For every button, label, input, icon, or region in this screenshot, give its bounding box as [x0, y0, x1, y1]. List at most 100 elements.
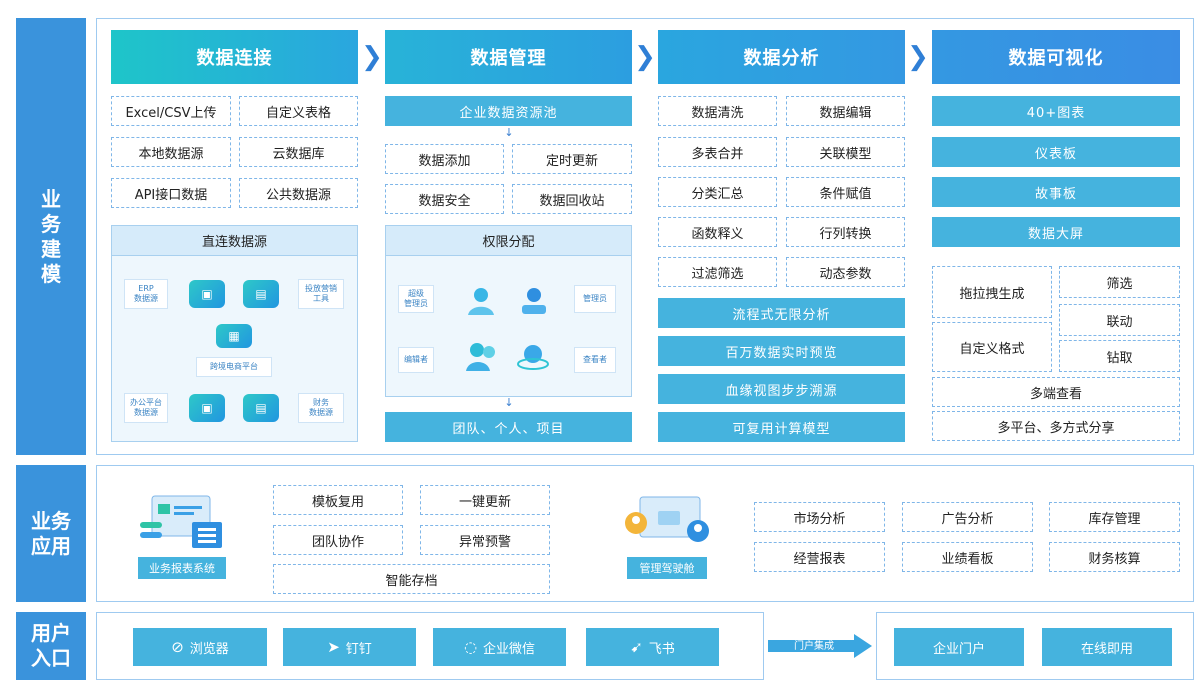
client-browser[interactable]: ⊘ 浏览器 — [133, 628, 267, 666]
visual-bar: 仪表板 — [932, 137, 1180, 167]
client-label: 飞书 — [648, 641, 675, 657]
folder-icon: ▦ — [216, 324, 252, 348]
analyze-item: 行列转换 — [786, 217, 905, 247]
team-scope-bar: 团队、个人、项目 — [385, 412, 632, 442]
erp-source-label: ERP 数据源 — [124, 279, 168, 309]
custom-format-box: 自定义格式 — [932, 322, 1052, 372]
analyze-bar: 血缘视图步步溯源 — [658, 374, 905, 404]
side-label-application: 业务 应用 — [16, 465, 86, 602]
connect-item: API接口数据 — [111, 178, 231, 208]
app-feature: 智能存档 — [273, 564, 550, 594]
office-source-label: 办公平台 数据源 — [124, 393, 168, 423]
manage-item: 定时更新 — [512, 144, 632, 174]
analyze-item: 多表合并 — [658, 137, 777, 167]
report-system-label: 业务报表系统 — [138, 557, 226, 579]
report-system-icon — [138, 494, 224, 550]
direct-source-title: 直连数据源 — [112, 226, 357, 256]
super-admin-label: 超级 管理员 — [398, 285, 434, 313]
analyze-item: 分类汇总 — [658, 177, 777, 207]
visual-op: 钻取 — [1059, 340, 1180, 372]
arrow-down-icon: ↓ — [504, 396, 514, 409]
connect-item: 自定义表格 — [239, 96, 358, 126]
connect-item: Excel/CSV上传 — [111, 96, 231, 126]
ecommerce-label: 跨境电商平台 — [196, 357, 272, 377]
manage-item: 数据安全 — [385, 184, 504, 214]
team-users-icon — [465, 340, 499, 372]
analyze-item: 函数释义 — [658, 217, 777, 247]
chevron-right-icon: ❯ — [907, 42, 929, 72]
multi-view-box: 多端查看 — [932, 377, 1180, 407]
portal-online[interactable]: 在线即用 — [1042, 628, 1172, 666]
manage-item: 数据回收站 — [512, 184, 632, 214]
scene-item: 广告分析 — [902, 502, 1033, 532]
visual-bar: 数据大屏 — [932, 217, 1180, 247]
client-dingtalk[interactable]: ➤ 钉钉 — [283, 628, 416, 666]
client-wecom[interactable]: ◌ 企业微信 — [433, 628, 566, 666]
analyze-item: 动态参数 — [786, 257, 905, 287]
manage-item: 数据添加 — [385, 144, 504, 174]
permission-title: 权限分配 — [386, 226, 631, 256]
editor-label: 编辑者 — [398, 347, 434, 373]
scene-item: 市场分析 — [754, 502, 885, 532]
feishu-icon: ➹ — [630, 638, 643, 656]
app-feature: 模板复用 — [273, 485, 403, 515]
analyze-item: 过滤筛选 — [658, 257, 777, 287]
connect-item: 本地数据源 — [111, 137, 231, 167]
visual-bar: 故事板 — [932, 177, 1180, 207]
cockpit-icon — [622, 493, 714, 549]
wecom-icon: ◌ — [463, 638, 478, 656]
analyze-bar: 可复用计算模型 — [658, 412, 905, 442]
connect-item: 公共数据源 — [239, 178, 358, 208]
stage-header-connect: 数据连接 — [111, 30, 358, 84]
stage-header-visual: 数据可视化 — [932, 30, 1180, 84]
cockpit-label: 管理驾驶舱 — [627, 557, 707, 579]
data-pool-bar: 企业数据资源池 — [385, 96, 632, 126]
visual-bar: 40+图表 — [932, 96, 1180, 126]
analyze-item: 数据编辑 — [786, 96, 905, 126]
side-label-entry: 用户 入口 — [16, 612, 86, 680]
dingtalk-icon: ➤ — [327, 638, 340, 656]
stage-header-analyze: 数据分析 — [658, 30, 905, 84]
chevron-right-icon: ❯ — [634, 42, 656, 72]
folder-icon: ▣ — [189, 394, 225, 422]
stage-header-manage: 数据管理 — [385, 30, 632, 84]
client-label: 浏览器 — [189, 641, 229, 657]
scene-item: 经营报表 — [754, 542, 885, 572]
user-avatar-icon — [518, 286, 550, 316]
arrow-down-icon: ↓ — [504, 126, 514, 139]
scene-item: 业绩看板 — [902, 542, 1033, 572]
user-avatar-icon — [465, 286, 497, 316]
app-feature: 团队协作 — [273, 525, 403, 555]
app-feature: 一键更新 — [420, 485, 550, 515]
chevron-right-icon: ❯ — [361, 42, 383, 72]
visual-op: 筛选 — [1059, 266, 1180, 298]
client-label: 企业微信 — [483, 641, 536, 657]
analyze-bar: 百万数据实时预览 — [658, 336, 905, 366]
admin-label: 管理员 — [574, 285, 616, 313]
drag-generate-box: 拖拉拽生成 — [932, 266, 1052, 318]
folder-icon: ▣ — [189, 280, 225, 308]
finance-source-label: 财务 数据源 — [298, 393, 344, 423]
folder-icon: ▤ — [243, 280, 279, 308]
client-feishu[interactable]: ➹ 飞书 — [586, 628, 719, 666]
marketing-tool-label: 投放营销 工具 — [298, 279, 344, 309]
portal-enterprise[interactable]: 企业门户 — [894, 628, 1024, 666]
connect-item: 云数据库 — [239, 137, 358, 167]
compass-icon: ⊘ — [171, 638, 184, 656]
integration-arrow — [768, 634, 872, 658]
share-box: 多平台、多方式分享 — [932, 411, 1180, 441]
integration-label: 门户集成 — [794, 641, 834, 652]
analyze-item: 条件赋值 — [786, 177, 905, 207]
scene-item: 财务核算 — [1049, 542, 1180, 572]
viewer-label: 查看者 — [574, 347, 616, 373]
viewer-globe-icon — [516, 340, 550, 372]
analyze-bar: 流程式无限分析 — [658, 298, 905, 328]
scene-item: 库存管理 — [1049, 502, 1180, 532]
analyze-item: 关联模型 — [786, 137, 905, 167]
client-label: 钉钉 — [345, 641, 372, 657]
folder-icon: ▤ — [243, 394, 279, 422]
side-label-modeling: 业 务 建 模 — [16, 18, 86, 455]
app-feature: 异常预警 — [420, 525, 550, 555]
visual-op: 联动 — [1059, 304, 1180, 336]
analyze-item: 数据清洗 — [658, 96, 777, 126]
